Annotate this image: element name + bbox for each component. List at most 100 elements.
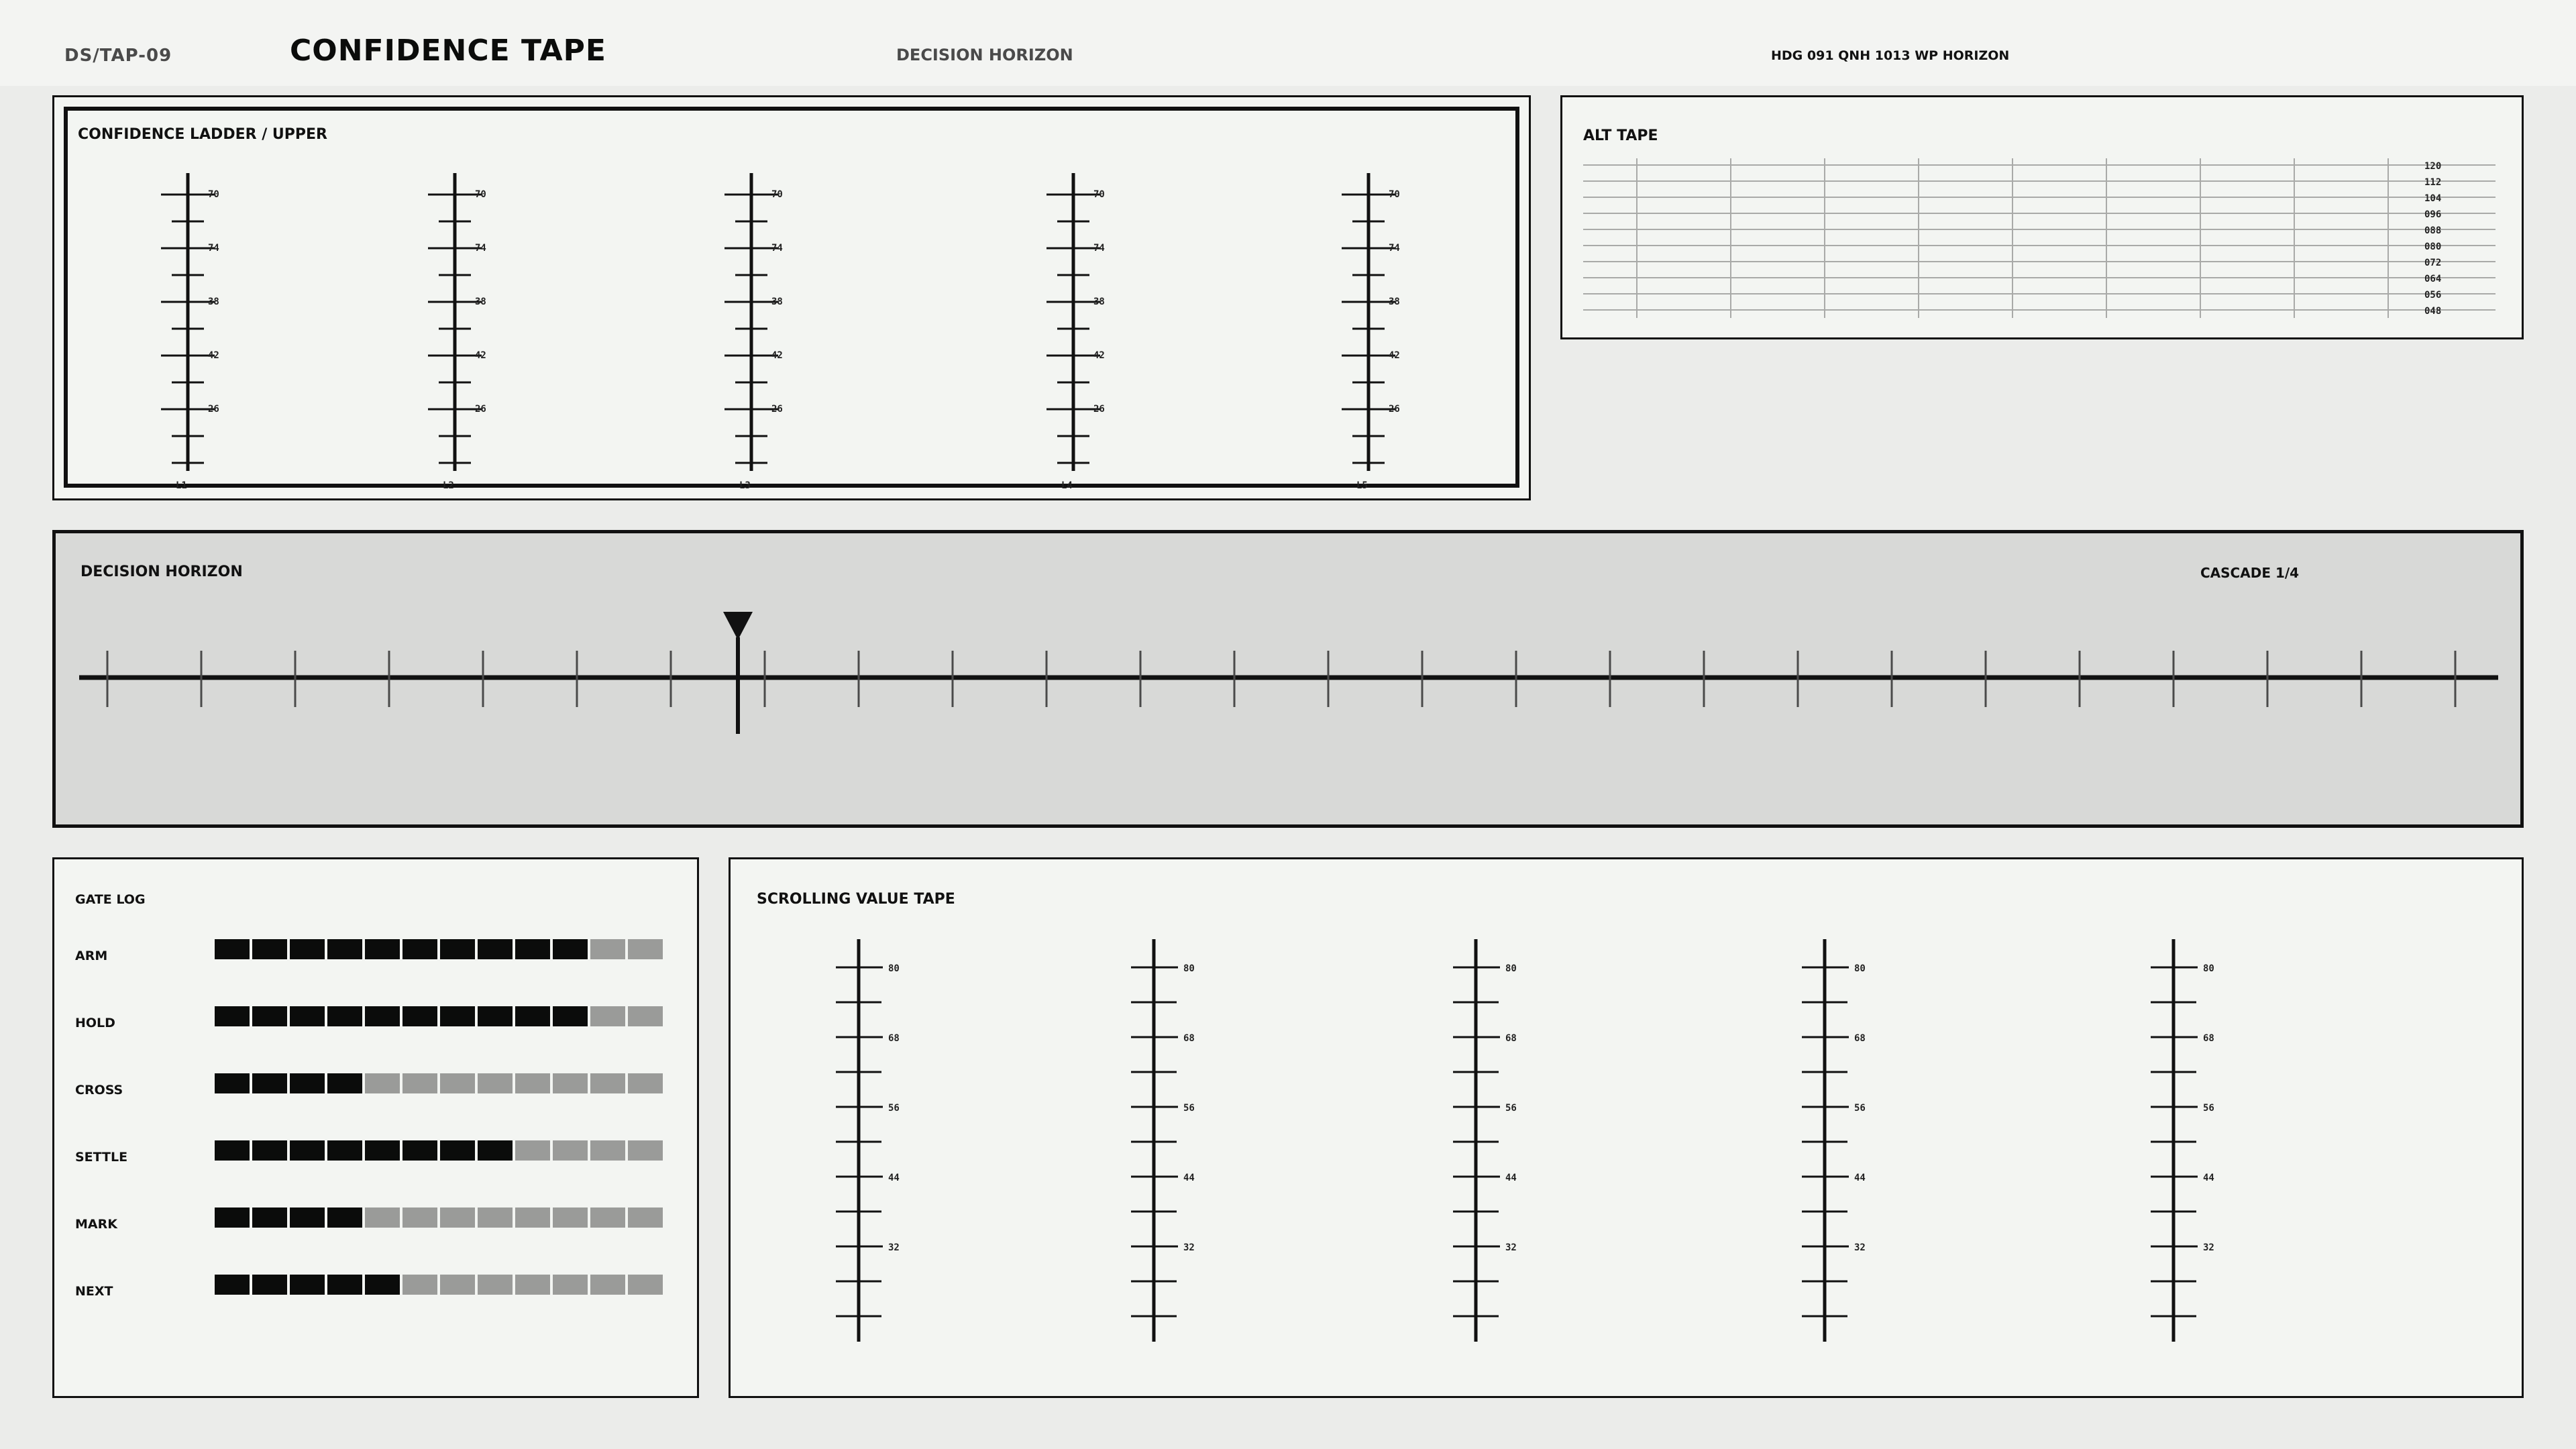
alt-tape-label: 056 — [2424, 290, 2441, 301]
ladder-tick-label: 70 — [208, 189, 219, 200]
value-tape-label: 68 — [1505, 1033, 1517, 1044]
value-tape-label: 56 — [2203, 1103, 2214, 1114]
ladder-tick-label: 70 — [475, 189, 486, 200]
ladder-tick-label: 42 — [771, 350, 783, 361]
horizon-marker-triangle — [723, 612, 753, 640]
value-tape-label: 32 — [888, 1242, 900, 1253]
ladder-column-label: L3 — [739, 480, 751, 491]
gate-segment-filled — [252, 939, 287, 959]
value-tape-label: 80 — [2203, 963, 2214, 974]
gate-segment-empty — [478, 1208, 513, 1228]
document-code: DS/TAP-09 — [64, 46, 172, 66]
gate-segment-empty — [440, 1208, 475, 1228]
ladder-tick-label: 26 — [1093, 404, 1105, 415]
alt-tape-label: 104 — [2424, 193, 2441, 204]
gate-segment-empty — [553, 1073, 588, 1093]
gate-segment-filled — [215, 1073, 250, 1093]
gate-segment-filled — [252, 1140, 287, 1161]
gate-segment-empty — [440, 1073, 475, 1093]
gate-segment-empty — [553, 1140, 588, 1161]
gate-segment-empty — [590, 1006, 625, 1026]
page-title: CONFIDENCE TAPE — [290, 34, 606, 68]
gate-segment-empty — [515, 1140, 550, 1161]
gate-segment-empty — [365, 1073, 400, 1093]
value-tape-label: 32 — [1183, 1242, 1195, 1253]
value-tape-label: 80 — [1854, 963, 1866, 974]
gate-segment-filled — [215, 1006, 250, 1026]
gate-segment-filled — [440, 1140, 475, 1161]
gate-segment-empty — [515, 1073, 550, 1093]
gate-row-label-next: NEXT — [75, 1284, 113, 1299]
gate-segment-filled — [553, 1006, 588, 1026]
gate-segment-filled — [327, 1208, 362, 1228]
gate-segment-filled — [215, 939, 250, 959]
ladder-tick-label: 26 — [771, 404, 783, 415]
gate-segment-empty — [590, 939, 625, 959]
gate-segment-filled — [515, 1006, 550, 1026]
cascade-indicator: CASCADE 1/4 — [2200, 565, 2300, 581]
alt-tape-label: 112 — [2424, 177, 2441, 188]
value-tape-label: 68 — [1854, 1033, 1866, 1044]
ladder-tick-label: 70 — [1389, 189, 1400, 200]
gate-segment-filled — [327, 939, 362, 959]
gate-segment-filled — [290, 939, 325, 959]
ladder-tick-label: 74 — [1389, 243, 1400, 254]
gate-segment-filled — [252, 1208, 287, 1228]
gate-segment-empty — [515, 1208, 550, 1228]
gate-segment-filled — [327, 1073, 362, 1093]
ladder-tick-label: 42 — [475, 350, 486, 361]
gate-segment-empty — [628, 1073, 663, 1093]
gate-segment-filled — [327, 1006, 362, 1026]
gate-row-label-cross: CROSS — [75, 1083, 123, 1097]
gate-segment-empty — [365, 1208, 400, 1228]
value-tape-label: 44 — [1183, 1173, 1195, 1183]
ladder-tick-label: 38 — [1093, 297, 1105, 307]
ladder-tick-label: 38 — [475, 297, 486, 307]
gate-segment-filled — [440, 939, 475, 959]
confidence-ladder-frame — [64, 107, 1519, 488]
gate-segment-empty — [590, 1275, 625, 1295]
alt-tape-label: 064 — [2424, 274, 2441, 284]
gate-segment-filled — [402, 1140, 437, 1161]
alt-tape-label: 088 — [2424, 225, 2441, 236]
value-tape-label: 80 — [1505, 963, 1517, 974]
scrolling-value-tape-panel — [729, 857, 2524, 1398]
alt-tape-label: 120 — [2424, 161, 2441, 172]
ladder-column-label: L4 — [1061, 480, 1073, 491]
top-bar: DS/TAP-09 CONFIDENCE TAPE DECISION HORIZ… — [0, 0, 2576, 86]
value-tape-label: 44 — [1505, 1173, 1517, 1183]
ladder-column-label: L1 — [176, 480, 187, 491]
gate-segment-filled — [365, 1275, 400, 1295]
value-tape-label: 32 — [1854, 1242, 1866, 1253]
gate-segment-empty — [553, 1208, 588, 1228]
gate-segment-filled — [327, 1140, 362, 1161]
gate-segment-filled — [215, 1275, 250, 1295]
gate-segment-filled — [478, 1006, 513, 1026]
value-tape-label: 44 — [1854, 1173, 1866, 1183]
gate-segment-empty — [590, 1208, 625, 1228]
gate-segment-empty — [402, 1208, 437, 1228]
gate-segment-empty — [553, 1275, 588, 1295]
gate-segment-filled — [402, 1006, 437, 1026]
gate-segment-empty — [590, 1073, 625, 1093]
confidence-ladder-title: CONFIDENCE LADDER / UPPER — [78, 126, 327, 143]
gate-segment-filled — [515, 939, 550, 959]
gate-segment-empty — [402, 1073, 437, 1093]
ladder-tick-label: 74 — [208, 243, 219, 254]
ladder-tick-label: 42 — [1093, 350, 1105, 361]
value-tape-label: 56 — [1505, 1103, 1517, 1114]
ladder-tick-label: 38 — [771, 297, 783, 307]
gate-segment-filled — [365, 1140, 400, 1161]
value-tape-label: 56 — [888, 1103, 900, 1114]
alt-tape-label: 048 — [2424, 306, 2441, 317]
gate-segment-empty — [628, 1275, 663, 1295]
alt-tape-title: ALT TAPE — [1583, 127, 1658, 144]
value-tape-label: 80 — [1183, 963, 1195, 974]
gate-segment-empty — [590, 1140, 625, 1161]
gate-segment-filled — [252, 1275, 287, 1295]
value-tape-label: 80 — [888, 963, 900, 974]
ladder-column-label: L2 — [443, 480, 454, 491]
value-tape-label: 68 — [2203, 1033, 2214, 1044]
gate-segment-filled — [553, 939, 588, 959]
gate-segment-filled — [290, 1073, 325, 1093]
